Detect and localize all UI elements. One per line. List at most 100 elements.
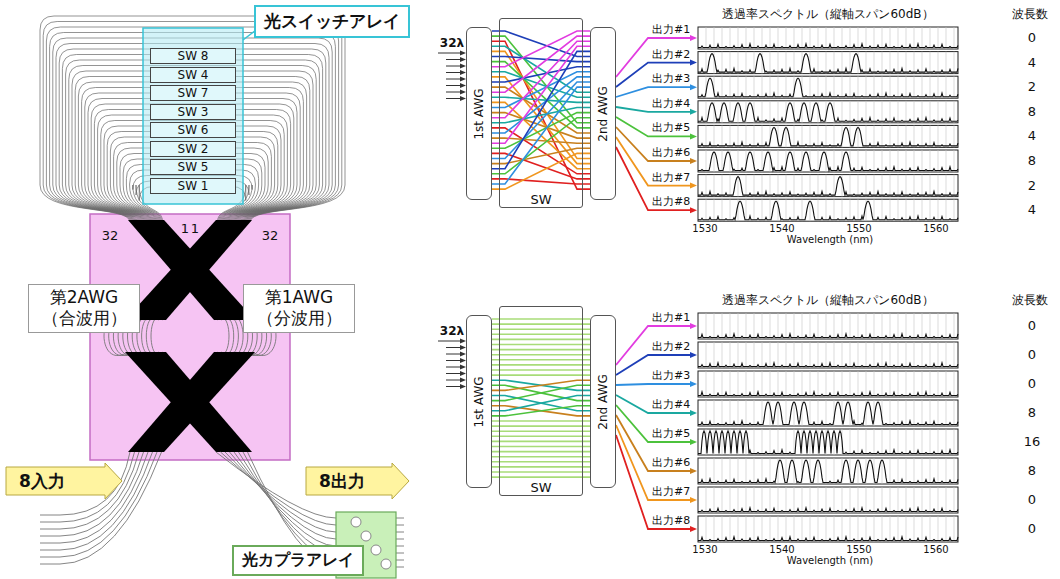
grid-line — [842, 52, 843, 74]
grid-line — [834, 76, 835, 98]
grid-line — [882, 175, 883, 197]
grid-line — [722, 199, 723, 221]
grid-line — [946, 27, 947, 49]
grid-line — [954, 125, 955, 147]
grid-line — [930, 101, 931, 123]
grid-line — [890, 429, 891, 455]
grid-line — [722, 125, 723, 147]
grid-line — [754, 342, 755, 368]
switch-path — [492, 420, 590, 422]
spectrum-trace — [698, 127, 958, 145]
grid-line — [722, 150, 723, 172]
output-label: 出力#1 — [652, 23, 690, 36]
grid-line — [882, 429, 883, 455]
grid-line — [914, 516, 915, 542]
switch-path — [492, 441, 590, 443]
node-text: 光カプラアレイ — [242, 550, 354, 571]
grid-line — [954, 458, 955, 484]
switch-path — [492, 118, 590, 174]
grid-line — [786, 76, 787, 98]
grid-line — [834, 516, 835, 542]
grid-line — [706, 175, 707, 197]
input-label: 32λ — [440, 324, 464, 338]
grid-line — [786, 52, 787, 74]
grid-line — [834, 199, 835, 221]
grid-line — [826, 52, 827, 74]
grid-line — [922, 199, 923, 221]
grid-line — [738, 175, 739, 197]
grid-line — [946, 125, 947, 147]
grid-line — [882, 487, 883, 513]
node-text: SW 3 — [151, 105, 235, 119]
grid-line — [946, 458, 947, 484]
grid-line — [738, 101, 739, 123]
grid-line — [810, 487, 811, 513]
grid-line — [954, 199, 955, 221]
output-label: 出力#6 — [652, 456, 690, 469]
grid-line — [778, 52, 779, 74]
grid-line — [922, 27, 923, 49]
switch-path — [492, 51, 590, 168]
grid-line — [858, 429, 859, 455]
grid-line — [930, 371, 931, 397]
input-arrow — [446, 79, 461, 80]
grid-line — [738, 313, 739, 339]
grid-line — [938, 52, 939, 74]
axis-tick: 1550 — [846, 544, 871, 556]
grid-line — [730, 342, 731, 368]
grid-line — [834, 342, 835, 368]
grid-line — [754, 125, 755, 147]
grid-line — [818, 175, 819, 197]
grid-line — [786, 458, 787, 484]
switch-path — [492, 339, 590, 341]
wavelength-count: 16 — [1024, 434, 1041, 450]
node-text: 1st AWG — [472, 376, 486, 427]
grid-line — [946, 487, 947, 513]
input-arrow — [446, 85, 461, 86]
arrow-head — [690, 35, 697, 41]
grid-line — [746, 516, 747, 542]
output-label: 出力#5 — [652, 122, 690, 135]
grid-line — [842, 313, 843, 339]
grid-line — [858, 27, 859, 49]
switch-cell: SW 6 — [150, 122, 236, 138]
spectrum-panel — [698, 487, 958, 513]
input-arrow — [446, 386, 461, 387]
grid-line — [898, 125, 899, 147]
grid-line — [770, 458, 771, 484]
grid-line — [794, 400, 795, 426]
grid-line — [874, 52, 875, 74]
grid-line — [706, 487, 707, 513]
grid-line — [954, 76, 955, 98]
grid-line — [946, 76, 947, 98]
grid-line — [866, 487, 867, 513]
grid-line — [818, 487, 819, 513]
grid-line — [850, 516, 851, 542]
node-text: 第2AWG （合波用） — [34, 287, 134, 330]
grid-line — [722, 400, 723, 426]
axis-tick: 1540 — [769, 223, 794, 235]
grid-line — [770, 371, 771, 397]
switch-path — [492, 374, 590, 376]
grid-line — [746, 199, 747, 221]
grid-line — [738, 342, 739, 368]
output-line — [616, 87, 691, 97]
grid-line — [866, 125, 867, 147]
grid-line — [730, 52, 731, 74]
grid-line — [706, 371, 707, 397]
node-text: SW — [500, 481, 582, 494]
grid-line — [794, 429, 795, 455]
grid-line — [706, 27, 707, 49]
grid-line — [738, 27, 739, 49]
grid-line — [866, 175, 867, 197]
grid-line — [914, 313, 915, 339]
grid-line — [946, 342, 947, 368]
output-label: 出力#1 — [652, 311, 690, 324]
grid-line — [874, 76, 875, 98]
grid-line — [714, 516, 715, 542]
switch-box: SW — [499, 18, 583, 208]
awg-arm — [214, 316, 229, 355]
switch-array-frame — [143, 28, 243, 204]
grid-line — [922, 400, 923, 426]
grid-line — [770, 76, 771, 98]
